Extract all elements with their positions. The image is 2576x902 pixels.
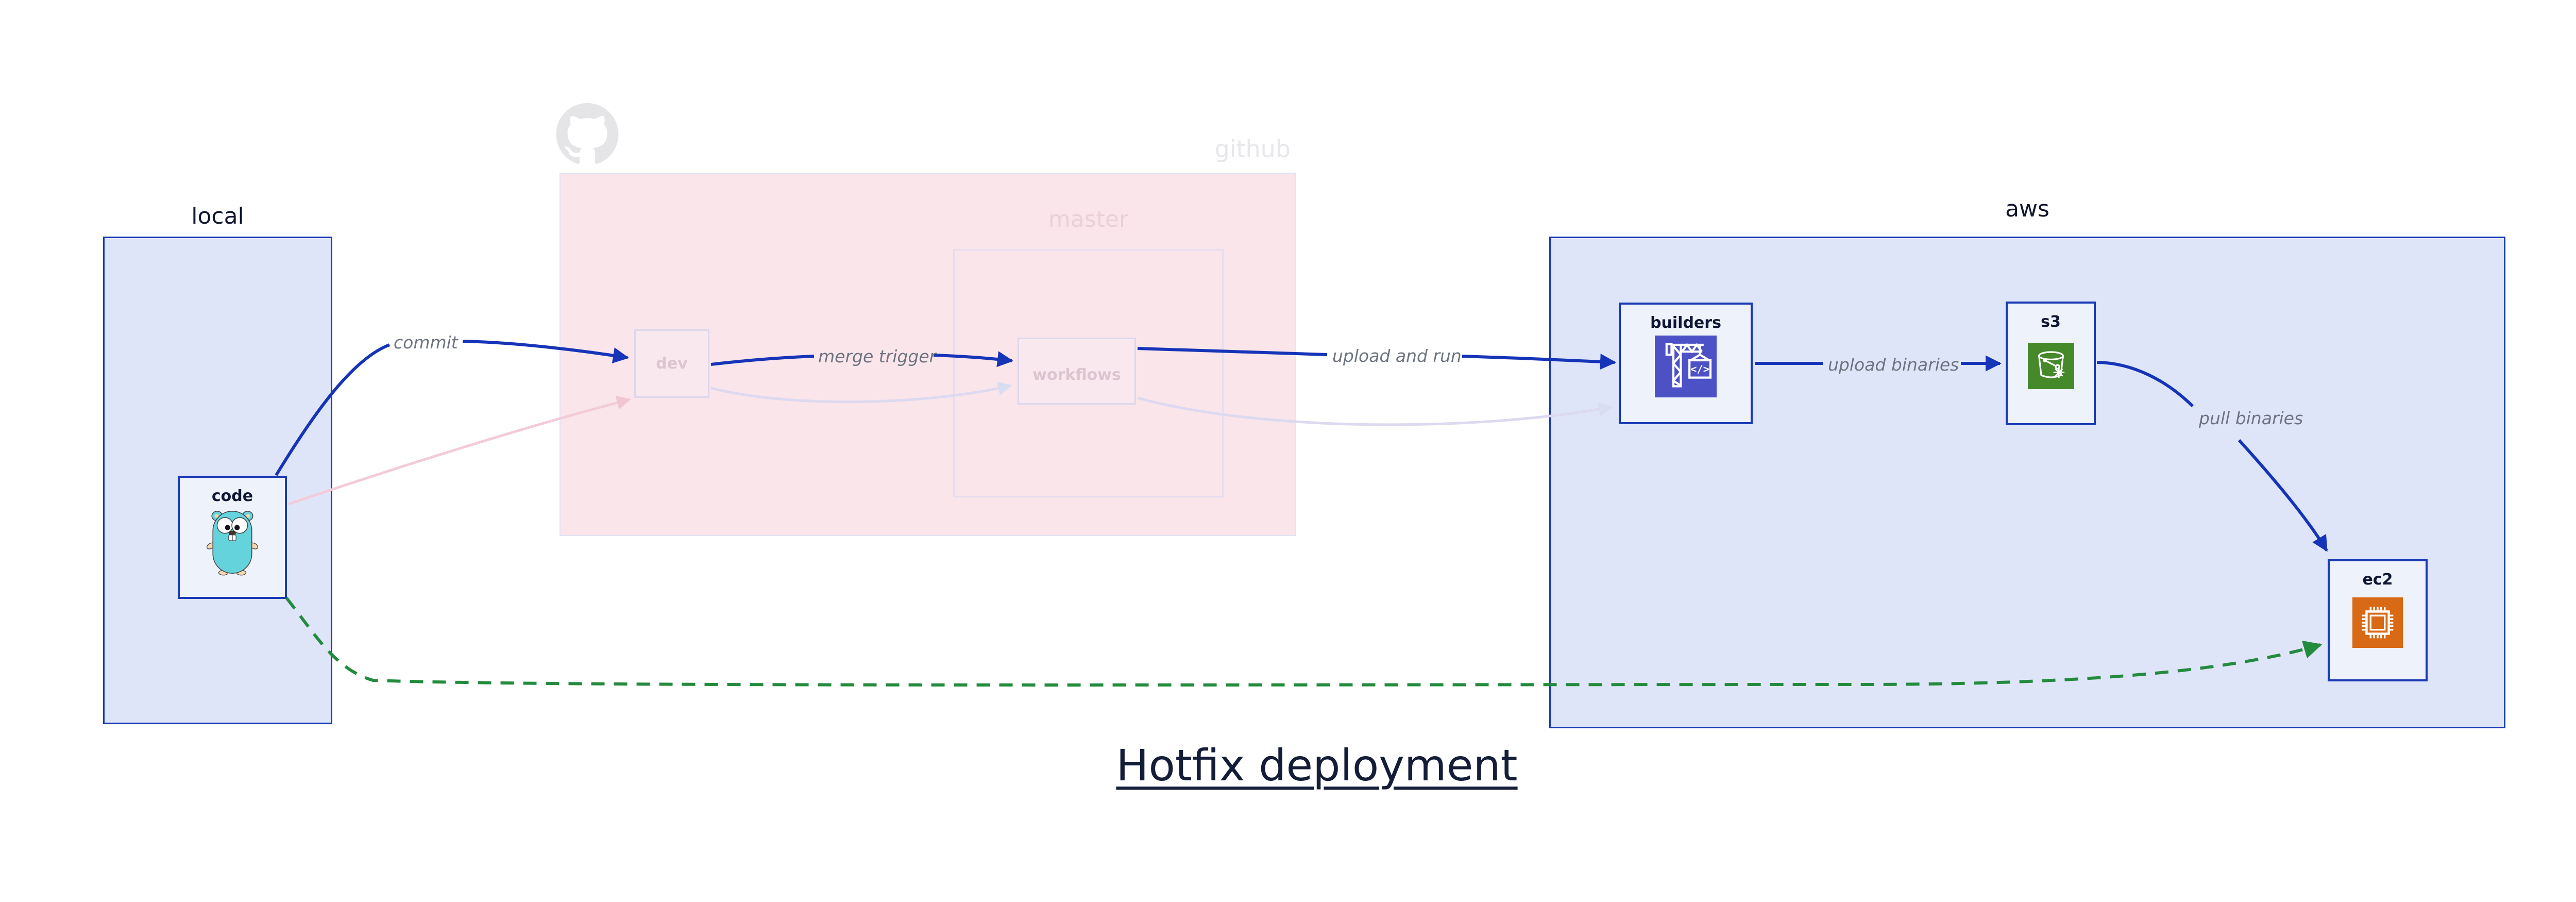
edge-upload-and-run-label: upload and run (1332, 346, 1462, 366)
go-gopher-icon (206, 508, 259, 578)
node-ec2: ec2 (2328, 559, 2428, 681)
node-dev-label: dev (656, 355, 688, 373)
cluster-label-master: master (1048, 206, 1129, 232)
codebuild-crane-icon: </> (1655, 336, 1717, 399)
cpu-chip-icon (2352, 597, 2403, 650)
github-octocat-icon (555, 103, 619, 168)
node-workflows: workflows (1018, 338, 1136, 405)
cluster-master (953, 249, 1224, 497)
cluster-label-github: github (1214, 135, 1291, 163)
node-builders-label: builders (1650, 314, 1721, 332)
node-dev: dev (634, 329, 709, 398)
cluster-label-aws: aws (2005, 196, 2049, 222)
svg-text:</>: </> (1690, 363, 1709, 375)
s3-glacier-bucket-icon (2027, 343, 2074, 391)
diagram-title: Hotfix deployment (1116, 740, 1518, 791)
cluster-label-local: local (191, 203, 244, 229)
node-workflows-label: workflows (1032, 366, 1121, 384)
node-ec2-label: ec2 (2362, 571, 2393, 589)
node-builders: builders </> (1619, 303, 1753, 424)
node-code: code (178, 476, 287, 599)
node-s3: s3 (2006, 302, 2096, 425)
node-code-label: code (211, 487, 253, 505)
edge-commit-label: commit (394, 332, 459, 353)
node-s3-label: s3 (2041, 313, 2061, 331)
